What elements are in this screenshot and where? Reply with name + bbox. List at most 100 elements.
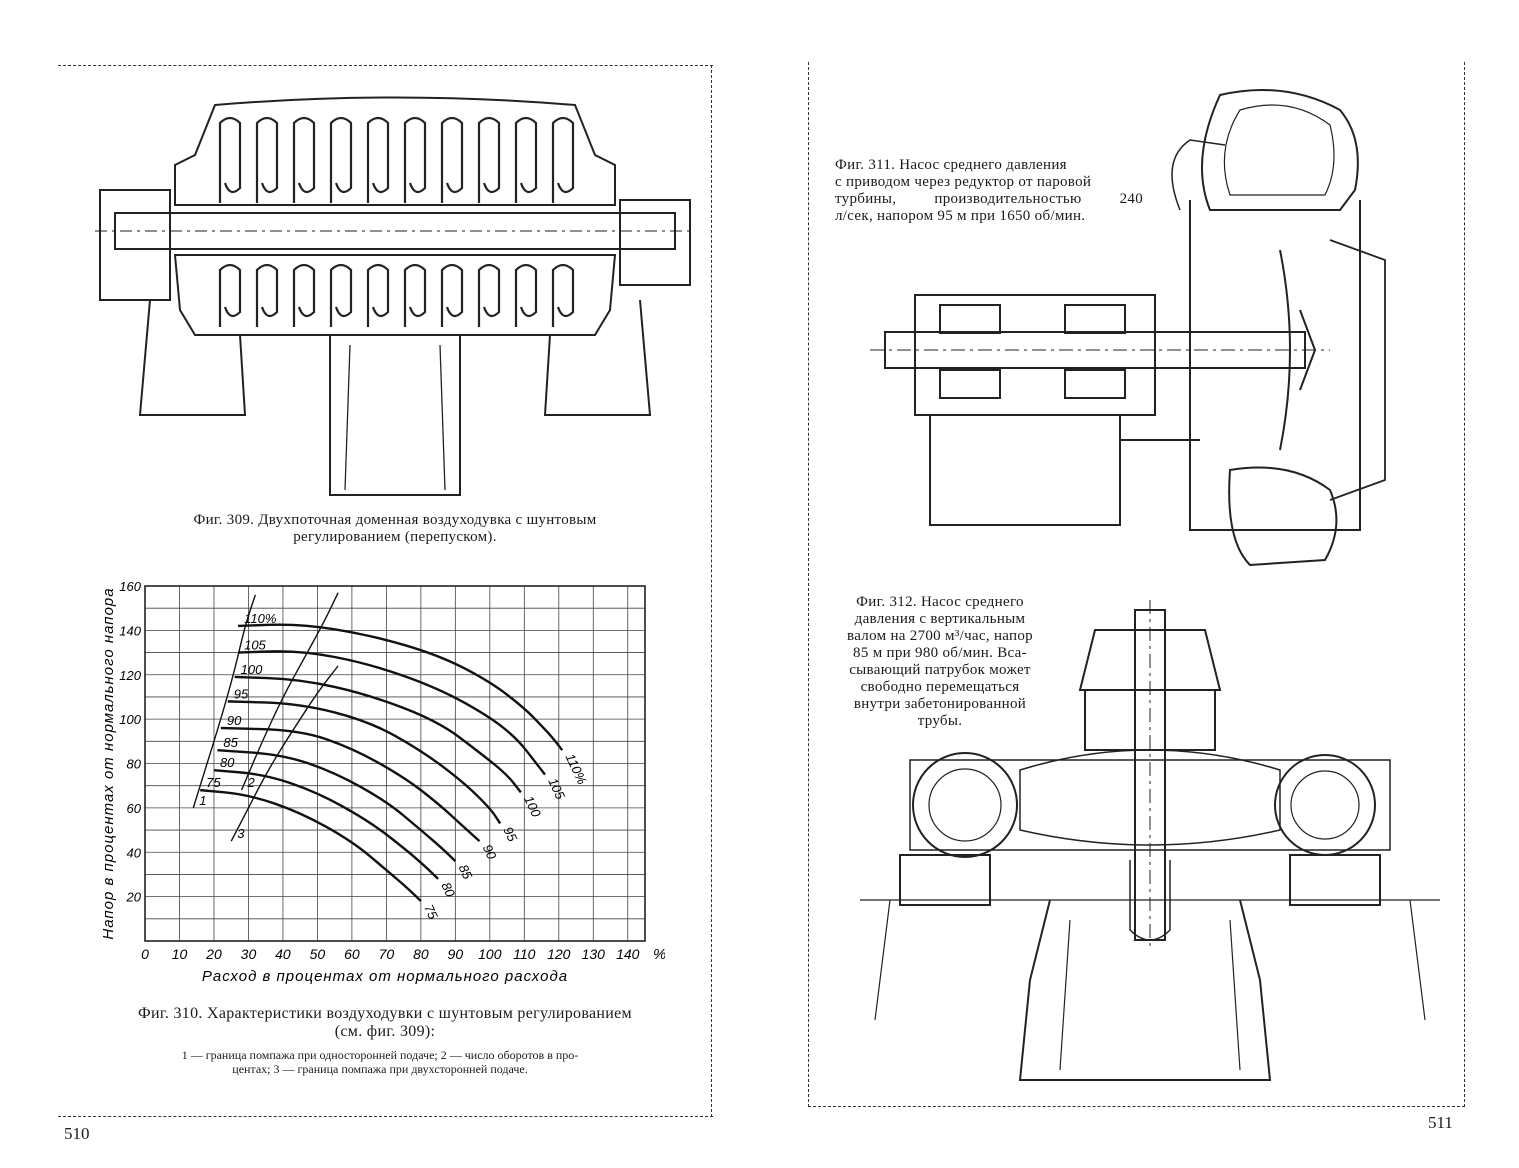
speed-curve <box>217 748 457 862</box>
speed-curve-label: 100 <box>241 662 263 677</box>
right-page-number: 511 <box>1428 1113 1453 1132</box>
fig312-caption-line4: 85 м при 980 об/мин. Вса- <box>853 645 1027 661</box>
right-page-bottom-rule <box>808 1106 1465 1107</box>
fig310-caption: Фиг. 310. Характеристики воздуходувки с … <box>100 1005 670 1041</box>
fig312-caption-line1: Фиг. 312. Насос среднего <box>856 594 1024 610</box>
x-tick-label: 90 <box>448 946 464 962</box>
right-page-left-rule <box>808 62 809 1107</box>
y-tick-label: 100 <box>119 712 141 727</box>
left-page-bottom-rule <box>58 1116 713 1117</box>
x-tick-label: 80 <box>413 946 429 962</box>
speed-curve-label: 75 <box>206 775 221 790</box>
y-tick-label: 40 <box>127 845 142 860</box>
y-axis-label: Напор в процентах от нормального напора <box>100 587 117 939</box>
x-axis-label: Расход в процентах от нормального расход… <box>202 968 568 985</box>
blower-stage-volute <box>514 263 538 327</box>
blower-stage-volute <box>218 263 242 327</box>
x-tick-label: 130 <box>582 946 606 962</box>
blower-stage-volute <box>329 116 353 203</box>
blower-stage-volute <box>403 116 427 203</box>
fig311-caption-line2: с приводом через редуктор от паровой <box>835 174 1092 190</box>
x-tick-label: 40 <box>275 946 291 962</box>
fig310-caption-line1: Фиг. 310. Характеристики воздуходувки с … <box>138 1005 632 1022</box>
speed-curve-end-label: 110% <box>563 751 590 787</box>
right-page-right-rule <box>1464 62 1465 1107</box>
speed-curve <box>234 675 522 794</box>
y-tick-label: 80 <box>127 757 142 772</box>
vertical-pump-drawing <box>860 600 1440 1081</box>
blower-stage-volute <box>292 263 316 327</box>
blower-stage-volute <box>514 116 538 203</box>
speed-curve-label: 110% <box>244 611 276 626</box>
blower-stage-volute <box>440 116 464 203</box>
speed-curve-end-label: 85 <box>456 862 476 882</box>
blower-stage-volute <box>440 263 464 327</box>
x-tick-label: 120 <box>547 946 571 962</box>
blower-stage-volute <box>551 263 575 327</box>
left-page-right-rule <box>711 65 712 1117</box>
fig312-caption-line6: свободно перемещаться <box>860 679 1020 695</box>
fig312-caption-line2: давления с вертикальным <box>854 611 1026 627</box>
speed-curve <box>238 623 564 751</box>
fig310-note: 1 — граница помпажа при односторонней по… <box>100 1048 660 1076</box>
x-tick-label: 140 <box>616 946 640 962</box>
x-unit-label: % <box>653 946 665 963</box>
fig312-caption-line3: валом на 2700 м³/час, напор <box>847 628 1033 644</box>
blower-stage-volute <box>292 116 316 203</box>
x-tick-label: 70 <box>379 946 395 962</box>
fig311-caption-line1: Фиг. 311. Насос среднего давления <box>835 157 1067 173</box>
fig309-caption: Фиг. 309. Двухпоточная доменная воздуход… <box>115 512 675 546</box>
fig311-caption-line3: турбины, производительностью 240 <box>835 191 1143 207</box>
speed-curve-end-label: 75 <box>421 902 441 922</box>
plot-frame <box>144 585 646 942</box>
fig312-caption-line7: внутри забетонированной <box>853 696 1027 712</box>
x-tick-label: 10 <box>172 946 188 962</box>
blower-stage-volute <box>477 116 501 203</box>
speed-curve-label: 95 <box>234 686 249 701</box>
blower-stage-volute <box>366 263 390 327</box>
x-tick-label: 20 <box>205 946 222 962</box>
y-tick-label: 120 <box>119 668 141 683</box>
x-tick-label: 100 <box>478 946 502 962</box>
speed-curve-label: 90 <box>227 713 242 728</box>
y-tick-label: 20 <box>126 890 142 905</box>
speed-curve-label: 85 <box>223 735 238 750</box>
horizontal-pump-drawing <box>870 89 1386 567</box>
boundary-curve-label: 2 <box>247 775 256 790</box>
boundary-curve-label: 3 <box>237 826 245 841</box>
fig312-caption-line8: трубы. <box>917 713 963 729</box>
fig311-caption-line4: л/сек, напором 95 м при 1650 об/мин. <box>835 208 1086 224</box>
speed-curve-end-label: 90 <box>480 842 500 862</box>
blower-stage-volute <box>551 116 575 203</box>
speed-curve <box>200 788 422 902</box>
speed-curve <box>213 768 439 880</box>
blower-stage-volute <box>477 263 501 327</box>
speed-curve-end-label: 105 <box>545 776 568 803</box>
x-tick-label: 110 <box>513 946 536 962</box>
fig310-caption-line2: (см. фиг. 309): <box>334 1023 436 1040</box>
blower-cross-section-drawing <box>95 96 695 496</box>
blower-stage-volute <box>255 116 279 203</box>
y-tick-label: 140 <box>119 623 141 638</box>
fig312-caption: Фиг. 312. Насос среднего давления с верт… <box>820 594 1060 730</box>
speed-curve-label: 105 <box>244 638 266 653</box>
speed-curve-label: 80 <box>220 755 235 770</box>
speed-curve-end-label: 80 <box>438 880 458 900</box>
fig311-caption: Фиг. 311. Насос среднего давления с прив… <box>835 157 1143 225</box>
x-tick-label: 50 <box>310 946 326 962</box>
left-page-number: 510 <box>64 1124 90 1143</box>
fig310-characteristics-chart: 0102030405060708090100110120130140%20406… <box>100 579 665 985</box>
speed-curve-end-label: 95 <box>500 824 520 844</box>
x-tick-label: 60 <box>344 946 360 962</box>
blower-stage-volute <box>403 263 427 327</box>
y-tick-label: 60 <box>127 801 142 816</box>
left-page-top-rule <box>58 65 713 66</box>
fig310-note-line1: 1 — граница помпажа при односторонней по… <box>181 1048 579 1062</box>
surge-boundary-curve <box>230 665 339 842</box>
speed-curve <box>238 650 546 776</box>
boundary-curve-label: 1 <box>199 793 206 808</box>
fig312-caption-line5: сывающий патрубок может <box>849 662 1031 678</box>
fig309-caption-line1: Фиг. 309. Двухпоточная доменная воздуход… <box>193 512 597 528</box>
speed-curve <box>220 726 481 843</box>
blower-stage-volute <box>255 263 279 327</box>
